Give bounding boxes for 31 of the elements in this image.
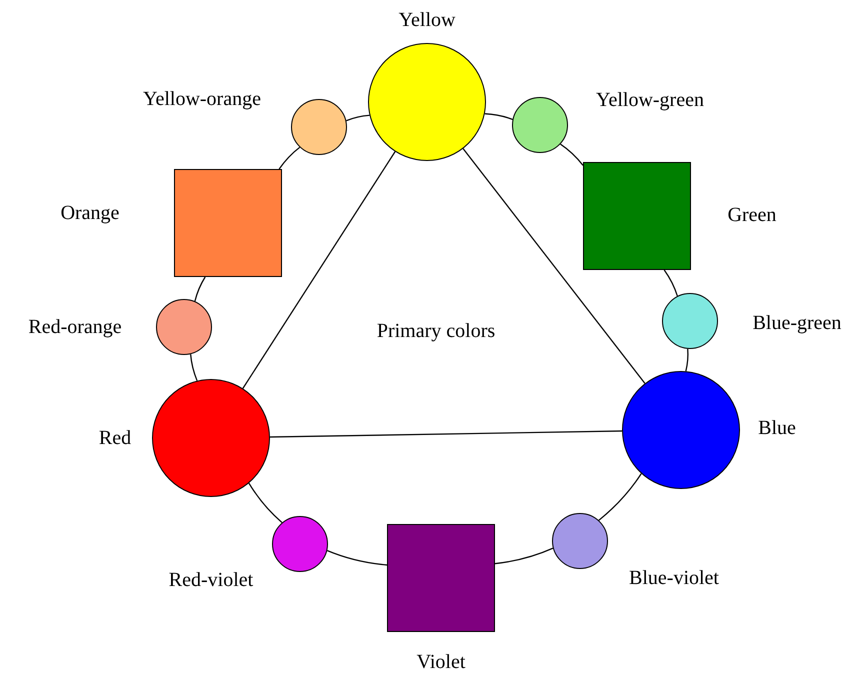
connector-line bbox=[346, 114, 370, 122]
connector-line bbox=[494, 548, 554, 564]
color-square bbox=[174, 169, 282, 277]
color-name: Blue-violet bbox=[629, 568, 719, 588]
color-name: Red-violet bbox=[168, 570, 254, 590]
color-name: Blue-green bbox=[752, 313, 842, 333]
color-name: Orange bbox=[60, 203, 120, 223]
connector-line bbox=[242, 151, 396, 389]
connector-line bbox=[560, 144, 584, 166]
color-name: Yellow-orange bbox=[143, 89, 261, 109]
color-name: Green bbox=[728, 205, 776, 225]
connector-line bbox=[194, 276, 206, 302]
color-name: Blue bbox=[758, 418, 796, 438]
color-name: Red-orange bbox=[28, 317, 122, 337]
connector-line bbox=[327, 550, 388, 566]
color-name: Yellow bbox=[398, 10, 456, 30]
color-name: Violet bbox=[416, 652, 466, 672]
connector-line bbox=[664, 270, 678, 296]
connector-line bbox=[248, 482, 282, 523]
color-name: Red bbox=[98, 428, 132, 448]
connector-line bbox=[190, 354, 198, 381]
triangle-label: Primary colors bbox=[376, 321, 496, 341]
color-square bbox=[583, 162, 691, 270]
connector-line bbox=[598, 473, 642, 521]
color-name: Yellow-green bbox=[596, 90, 704, 110]
connector-line bbox=[484, 113, 513, 120]
connector-line bbox=[685, 348, 688, 372]
connector-line bbox=[462, 148, 646, 384]
color-square bbox=[387, 524, 495, 632]
connector-line bbox=[278, 146, 300, 170]
connector-line bbox=[270, 430, 622, 438]
